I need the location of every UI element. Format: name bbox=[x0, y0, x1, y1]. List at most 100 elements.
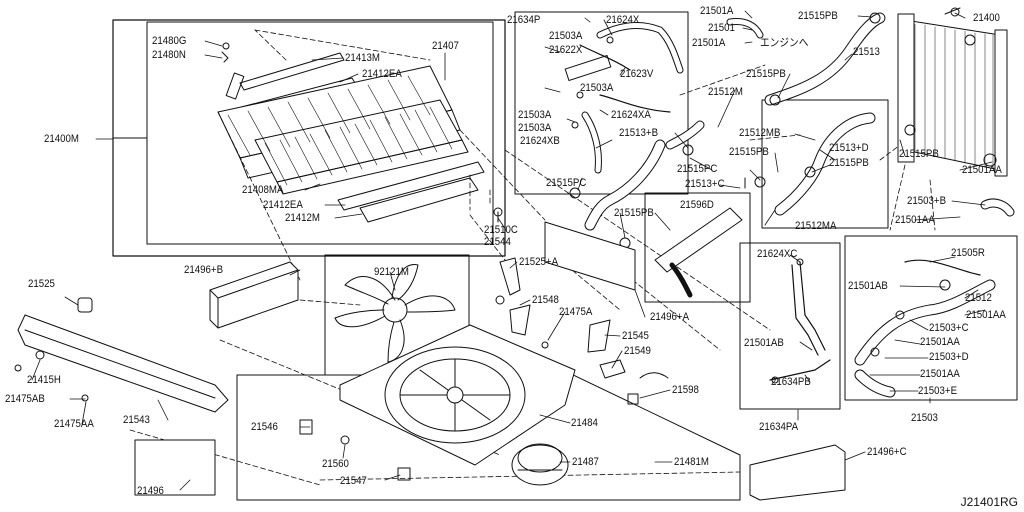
core-assembly bbox=[217, 42, 485, 223]
label-21496B: 21496+B bbox=[184, 264, 224, 276]
label-21503D: 21503+D bbox=[929, 351, 969, 363]
label-21501A-2: 21501A bbox=[692, 37, 726, 49]
label-21622X: 21622X bbox=[549, 44, 583, 56]
label-21413M: 21413M bbox=[345, 52, 380, 64]
label-21515PC-2: 21515PC bbox=[677, 163, 718, 175]
label-21400M: 21400M bbox=[44, 133, 79, 145]
label-21407: 21407 bbox=[432, 40, 459, 52]
label-21513D: 21513+D bbox=[829, 142, 869, 154]
label-21503A-4: 21503A bbox=[518, 122, 552, 134]
label-21415H: 21415H bbox=[27, 374, 61, 386]
label-21496A: 21496+A bbox=[650, 311, 690, 323]
label-21515PB-3: 21515PB bbox=[729, 146, 769, 158]
label-21515PC-1: 21515PC bbox=[546, 177, 587, 189]
coolant-hoses bbox=[569, 12, 916, 249]
label-21503A-1: 21503A bbox=[549, 30, 583, 42]
label-21481M: 21481M bbox=[674, 456, 709, 468]
label-engine-note: エンジンへ bbox=[760, 37, 809, 49]
label-21513: 21513 bbox=[853, 46, 880, 58]
label-21412M: 21412M bbox=[285, 212, 320, 224]
label-21624XC: 21624XC bbox=[757, 248, 798, 260]
label-21624X: 21624X bbox=[606, 14, 640, 26]
label-21515PB-6: 21515PB bbox=[614, 207, 654, 219]
label-21496C: 21496+C bbox=[867, 446, 907, 458]
label-21480G: 21480G bbox=[152, 35, 187, 47]
label-21543: 21543 bbox=[123, 414, 150, 426]
hose-clamp-box bbox=[761, 99, 889, 229]
label-21634PA: 21634PA bbox=[759, 421, 799, 433]
label-21546: 21546 bbox=[251, 421, 278, 433]
label-21503: 21503 bbox=[911, 412, 938, 424]
label-21475AB: 21475AB bbox=[5, 393, 45, 405]
label-21596D: 21596D bbox=[680, 199, 714, 211]
label-21503B: 21503+B bbox=[907, 195, 947, 207]
label-21549: 21549 bbox=[624, 345, 651, 357]
label-21503A-3: 21503A bbox=[518, 109, 552, 121]
diagram-code: J21401RG bbox=[960, 495, 1018, 509]
label-21501AA-3: 21501AA bbox=[966, 309, 1006, 321]
label-21480N: 21480N bbox=[152, 49, 186, 61]
label-21501AA-1: 21501AA bbox=[962, 164, 1002, 176]
label-21513B: 21513+B bbox=[619, 127, 659, 139]
label-21400: 21400 bbox=[973, 12, 1000, 24]
label-21545: 21545 bbox=[622, 330, 649, 342]
label-21623V: 21623V bbox=[620, 68, 654, 80]
label-21487: 21487 bbox=[572, 456, 599, 468]
label-21544: 21544 bbox=[484, 236, 511, 248]
label-21510C: 21510C bbox=[484, 224, 518, 236]
label-21598: 21598 bbox=[672, 384, 699, 396]
label-21475A: 21475A bbox=[559, 306, 593, 318]
label-21501: 21501 bbox=[708, 22, 735, 34]
label-21547: 21547 bbox=[340, 475, 367, 487]
label-21501AA-4: 21501AA bbox=[920, 336, 960, 348]
label-21513C: 21513+C bbox=[685, 178, 725, 190]
label-21515PB-1: 21515PB bbox=[798, 10, 838, 22]
lower-hose-box bbox=[844, 235, 1018, 401]
label-92121M: 92121M bbox=[374, 266, 409, 278]
label-21548: 21548 bbox=[532, 294, 559, 306]
fan-shroud bbox=[299, 324, 576, 486]
label-21484: 21484 bbox=[571, 417, 598, 429]
cooler-hoses bbox=[564, 22, 684, 174]
label-21515PB-5: 21515PB bbox=[899, 148, 939, 160]
radiator bbox=[897, 7, 1008, 177]
support-bar bbox=[14, 297, 229, 413]
label-21525A: 21525+A bbox=[519, 256, 559, 268]
label-21525: 21525 bbox=[28, 278, 55, 290]
label-21503C: 21503+C bbox=[929, 322, 969, 334]
fan-blade bbox=[334, 264, 456, 363]
cooler-hose-group-box bbox=[514, 11, 689, 195]
oil-line-box bbox=[739, 242, 841, 410]
label-21634P: 21634P bbox=[507, 14, 541, 26]
label-21503E: 21503+E bbox=[918, 385, 958, 397]
leader-lines bbox=[31, 10, 993, 491]
small-parts bbox=[493, 207, 669, 405]
label-21512MA: 21512MA bbox=[795, 220, 837, 232]
label-21501AB-2: 21501AB bbox=[848, 280, 888, 292]
lower-hoses bbox=[854, 198, 1015, 398]
label-21515PB-4: 21515PB bbox=[829, 157, 869, 169]
label-21512MB: 21512MB bbox=[739, 127, 781, 139]
label-21512M: 21512M bbox=[708, 86, 743, 98]
label-21475AA: 21475AA bbox=[54, 418, 94, 430]
label-21501AA-2: 21501AA bbox=[895, 214, 935, 226]
oil-cooler bbox=[654, 207, 743, 298]
label-21634PB: 21634PB bbox=[771, 376, 811, 388]
label-21624XB: 21624XB bbox=[520, 135, 560, 147]
oil-lines bbox=[769, 258, 831, 384]
label-21501A-1: 21501A bbox=[700, 5, 734, 17]
label-21501AB-1: 21501AB bbox=[744, 337, 784, 349]
label-21624XA: 21624XA bbox=[611, 109, 651, 121]
label-21515PB-2: 21515PB bbox=[746, 68, 786, 80]
label-21503A-2: 21503A bbox=[580, 82, 614, 94]
label-21560: 21560 bbox=[322, 458, 349, 470]
core-inner-box bbox=[146, 21, 494, 245]
label-21512: 21512 bbox=[965, 292, 992, 304]
label-21501AA-5: 21501AA bbox=[920, 368, 960, 380]
air-ducts bbox=[134, 221, 846, 501]
oil-cooler-box bbox=[644, 192, 751, 303]
label-21412EA-bottom: 21412EA bbox=[263, 199, 303, 211]
label-21408MA: 21408MA bbox=[242, 184, 284, 196]
